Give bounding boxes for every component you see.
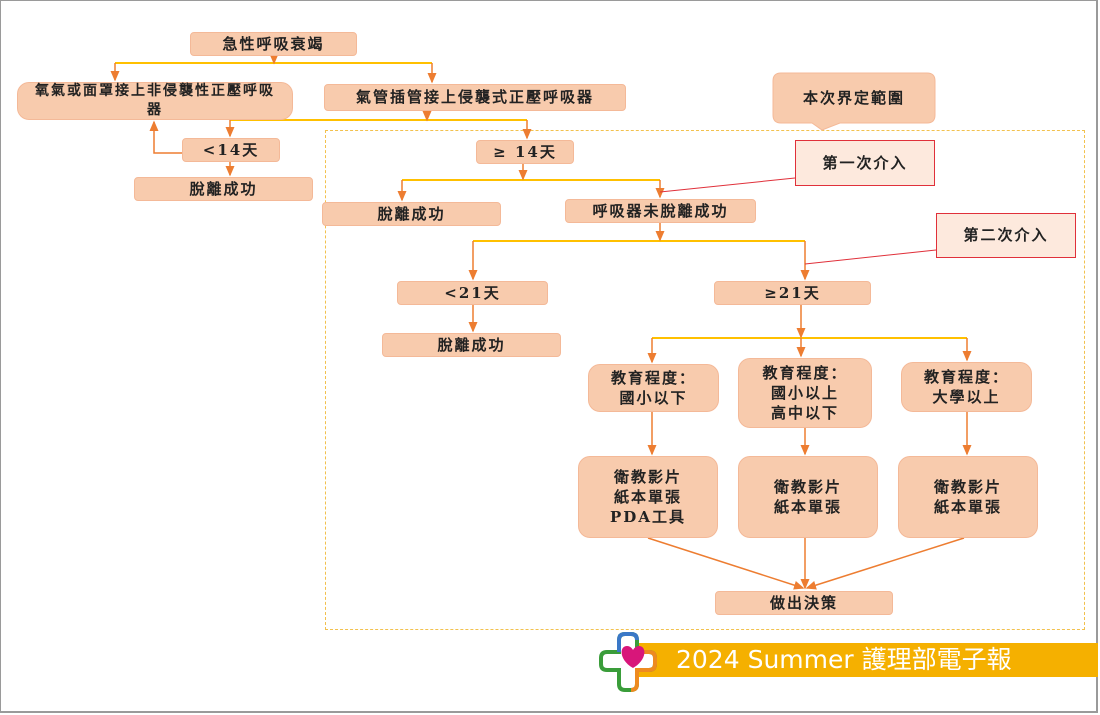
node-teaching-1: 衛教影片 紙本單張 PDA工具 <box>578 456 718 538</box>
hospital-logo-icon <box>599 632 657 692</box>
callout-first-intervention: 第一次介入 <box>795 140 935 186</box>
node-education-college: 教育程度： 大學以上 <box>901 362 1032 412</box>
node-weaned-3: 脫離成功 <box>382 333 561 357</box>
node-education-elementary: 教育程度： 國小以下 <box>588 364 719 412</box>
newsletter-banner: 2024 Summer 護理部電子報 <box>622 643 1098 677</box>
node-not-weaned: 呼吸器未脫離成功 <box>565 199 756 223</box>
callout-scope: 本次界定範圍 <box>802 88 905 107</box>
node-decision: 做出決策 <box>715 591 893 615</box>
node-lt14-days: <14天 <box>182 138 280 162</box>
node-weaned-1: 脫離成功 <box>134 177 313 201</box>
node-teaching-3: 衛教影片 紙本單張 <box>898 456 1038 538</box>
node-education-middle: 教育程度： 國小以上 高中以下 <box>738 358 872 428</box>
pointer-second <box>804 249 937 265</box>
pointer-first <box>659 177 796 193</box>
node-invasive-ventilation: 氣管插管接上侵襲式正壓呼吸器 <box>324 84 626 111</box>
node-noninvasive-ventilation: 氧氣或面罩接上非侵襲性正壓呼吸器 <box>17 82 293 120</box>
node-weaned-2: 脫離成功 <box>322 202 501 226</box>
node-lt21-days: <21天 <box>397 281 548 305</box>
node-ge14-days: ≥ 14天 <box>476 140 574 164</box>
scope-region <box>325 130 1085 630</box>
node-ge21-days: ≥21天 <box>714 281 871 305</box>
callout-second-intervention: 第二次介入 <box>936 213 1076 258</box>
node-acute-respiratory-failure: 急性呼吸衰竭 <box>190 32 357 56</box>
scope-callout-shape <box>772 72 936 131</box>
node-teaching-2: 衛教影片 紙本單張 <box>738 456 878 538</box>
